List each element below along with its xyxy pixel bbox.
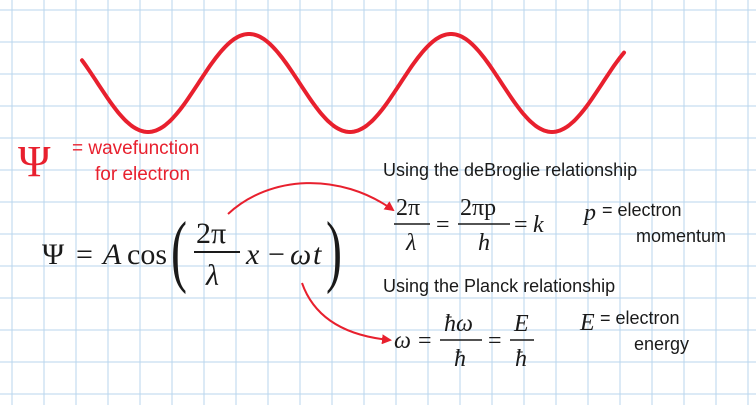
- legend-wavefunction-label: = wavefunction: [72, 138, 199, 159]
- planck-heading: Using the Planck relationship: [383, 276, 615, 296]
- energy-definition-line1: = electron: [600, 308, 680, 328]
- equation-amplitude: A: [101, 238, 122, 271]
- arrow-to-planck: [301, 282, 392, 345]
- energy-symbol-e: E: [579, 310, 595, 336]
- momentum-definition-line1: = electron: [602, 200, 682, 220]
- debroglie-equals1: =: [436, 212, 450, 238]
- equation-t: t: [313, 238, 322, 271]
- momentum-definition-line2: momentum: [636, 226, 726, 246]
- debroglie-equals2: =: [514, 212, 528, 238]
- equation-fraction-denominator: λ: [205, 259, 219, 292]
- arrow-to-debroglie: [227, 182, 395, 215]
- debroglie-heading: Using the deBroglie relationship: [383, 160, 637, 180]
- momentum-symbol-p: p: [582, 200, 596, 226]
- equation-right-paren: ): [326, 207, 342, 296]
- debroglie-fraction1-numerator: 2π: [396, 195, 420, 221]
- planck-equals1: =: [418, 328, 432, 354]
- debroglie-relationship: Using the deBroglie relationship 2π λ = …: [383, 160, 726, 256]
- planck-fraction2-denominator: ħ: [515, 346, 527, 372]
- equation-fraction-numerator: 2π: [196, 217, 226, 250]
- equation-cos: cos: [127, 238, 167, 271]
- planck-relationship: Using the Planck relationship ω = ħω ħ =…: [383, 276, 689, 372]
- planck-fraction2-numerator: E: [513, 311, 529, 337]
- legend-for-electron-label: for electron: [95, 164, 190, 185]
- equation-x: x: [245, 238, 260, 271]
- debroglie-fraction2-numerator: 2πp: [460, 195, 496, 221]
- debroglie-k: k: [533, 212, 544, 238]
- debroglie-fraction2-denominator: h: [478, 230, 490, 256]
- equation-psi: Ψ: [42, 238, 65, 271]
- psi-legend-symbol: Ψ: [18, 137, 51, 186]
- equation-minus: −: [268, 238, 285, 271]
- wave-equation: Ψ = A cos ( 2π λ x − ω t ): [42, 207, 342, 296]
- planck-fraction1-numerator: ħω: [444, 311, 473, 337]
- planck-omega: ω: [394, 328, 411, 354]
- equation-equals: =: [76, 238, 93, 271]
- planck-fraction1-denominator: ħ: [454, 346, 466, 372]
- planck-equals2: =: [488, 328, 502, 354]
- equation-left-paren: (: [171, 207, 187, 296]
- debroglie-fraction1-denominator: λ: [405, 230, 416, 256]
- sine-wave: [80, 32, 626, 135]
- energy-definition-line2: energy: [634, 334, 689, 354]
- equation-omega: ω: [290, 238, 311, 271]
